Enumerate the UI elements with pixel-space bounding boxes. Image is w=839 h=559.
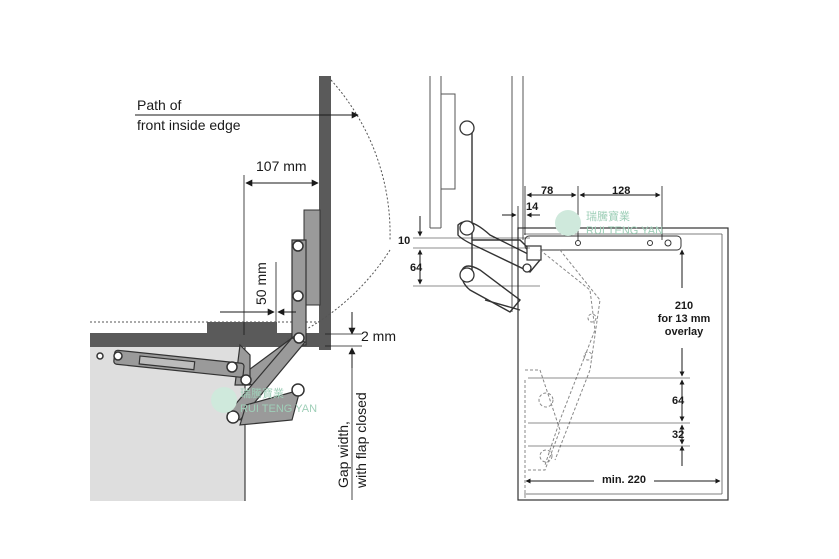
gap-label-line1: Gap width, (335, 421, 351, 488)
dim-2-label: 2 mm (361, 328, 396, 344)
watermark-logo (211, 387, 237, 413)
dim-50-label: 50 mm (253, 262, 269, 305)
dim-32-label: 32 (672, 429, 684, 441)
watermark-cn-left: 瑞騰寶業 (240, 386, 284, 400)
hinge-pivots (96, 240, 305, 424)
open-flap-panel (319, 76, 331, 350)
cabinet-top-panel (90, 333, 323, 347)
dim-210-line3: overlay (665, 326, 704, 338)
path-label-line2: front inside edge (137, 117, 241, 133)
dim-min220-label-bg (594, 470, 654, 486)
dim-128-label: 128 (612, 185, 630, 197)
dashed-hinge-arms (524, 249, 601, 500)
gap-label-line2: with flap closed (353, 392, 369, 489)
rail-holes (575, 239, 672, 247)
watermark-logo-right (555, 210, 581, 236)
dim-min220-label: min. 220 (602, 474, 646, 486)
closed-flap-block (207, 322, 277, 334)
right-front-view: 78 128 14 10 64 210 for 13 mm overlay 64… (398, 76, 729, 501)
dim-10-label: 10 (398, 235, 410, 247)
dim-64-bottom-label: 64 (672, 395, 685, 407)
left-side-view: 107 mm Path of front inside edge 50 mm 2… (90, 76, 396, 501)
mounting-rail (524, 235, 682, 251)
right-hinge-arms (457, 124, 542, 313)
watermark-en-left: RUI TENG YAN (240, 403, 317, 415)
path-label-line1: Path of (137, 97, 181, 113)
lower-cabinet-box (517, 227, 729, 501)
dim-210-line1: 210 (675, 300, 693, 312)
hinge-block (526, 245, 542, 261)
dim-14-label: 14 (526, 201, 539, 213)
dim-107-label: 107 mm (256, 158, 307, 174)
flap-path-arc (330, 79, 391, 241)
dim-210-line2: for 13 mm (658, 313, 711, 325)
watermark-cn-right: 瑞騰寶業 (586, 209, 630, 223)
dim-64-top-label: 64 (410, 262, 423, 274)
upper-hinge-plate (440, 93, 456, 190)
dim-78-label: 78 (541, 185, 553, 197)
watermark-en-right: RUI TENG YAN (586, 225, 663, 237)
